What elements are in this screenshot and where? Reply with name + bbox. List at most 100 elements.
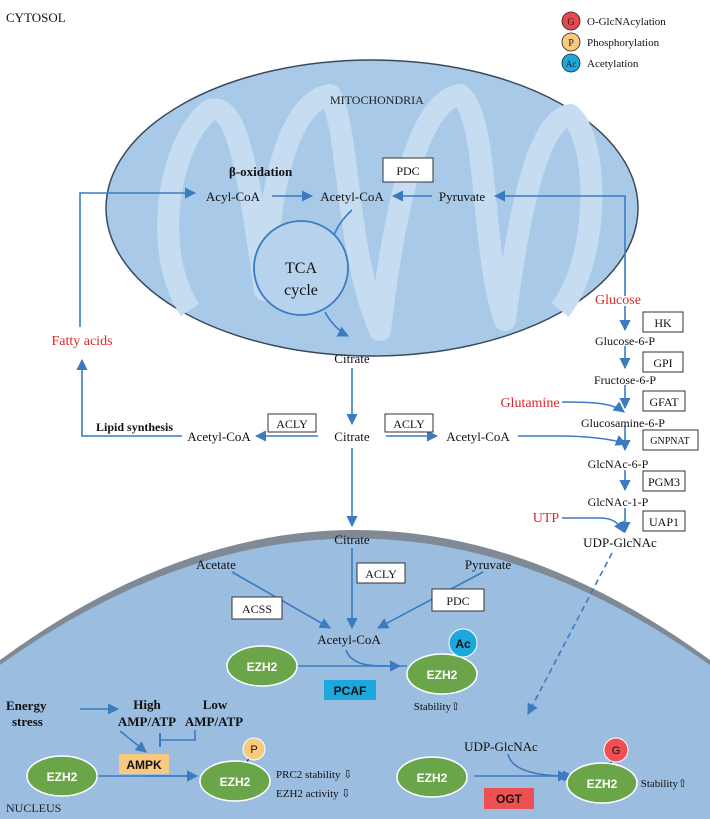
acetyl-coa-nucleus: Acetyl-CoA — [317, 632, 381, 647]
acly-box-left — [267, 413, 317, 433]
phosphorylation-icon — [242, 737, 266, 761]
low-amp-atp-2: AMP/ATP — [185, 714, 243, 729]
energy-stress-label-1: Energy — [6, 698, 47, 713]
ezh2-node-unmodified-2 — [26, 755, 98, 797]
glutamine: Glutamine — [500, 396, 559, 411]
svg-text:GFAT: GFAT — [649, 395, 679, 409]
beta-oxidation-label: β-oxidation — [229, 164, 293, 179]
gpi-box — [642, 351, 684, 373]
svg-text:EZH2: EZH2 — [47, 770, 78, 784]
ampk-badge — [119, 754, 169, 774]
udp-glcnac-cytosol: UDP-GlcNAc — [583, 535, 657, 550]
svg-text:EZH2: EZH2 — [427, 668, 458, 682]
svg-text:PDC: PDC — [446, 594, 469, 608]
svg-text:EZH2: EZH2 — [220, 775, 251, 789]
svg-text:PGM3: PGM3 — [648, 475, 680, 489]
acss-box — [231, 596, 283, 620]
cycle-label: cycle — [284, 282, 318, 299]
legend-item-phosphorylation: P Phosphorylation — [561, 32, 660, 52]
glucose: Glucose — [595, 293, 641, 308]
svg-text:UAP1: UAP1 — [649, 515, 679, 529]
svg-text:Ac: Ac — [455, 637, 471, 651]
ezh2-activity-down: EZH2 activity ⇩ — [276, 788, 351, 800]
glcnac-6-p: GlcNAc-6-P — [588, 457, 649, 471]
pcaf-badge — [324, 680, 376, 700]
fructose-6-p: Fructose-6-P — [594, 373, 656, 387]
svg-text:G: G — [567, 17, 574, 28]
high-amp-atp-2: AMP/ATP — [118, 714, 176, 729]
uap1-box — [642, 510, 686, 532]
legend-item-acetylation: Ac Acetylation — [561, 53, 639, 73]
ezh2-node-phosphorylated — [199, 760, 271, 802]
legend-item-o-glcnacylation: G O-GlcNAcylation — [561, 11, 666, 31]
svg-text:EZH2: EZH2 — [247, 660, 278, 674]
acetylation-icon — [561, 53, 581, 73]
legend-label: Acetylation — [587, 58, 639, 70]
svg-text:GNPNAT: GNPNAT — [650, 436, 689, 447]
pyruvate-mito: Pyruvate — [439, 189, 485, 204]
ogt-badge — [484, 788, 534, 809]
svg-text:G: G — [612, 745, 621, 757]
citrate-nucleus: Citrate — [334, 532, 370, 547]
phosphorylation-icon — [561, 32, 581, 52]
svg-text:GPI: GPI — [653, 356, 672, 370]
nucleus-body — [0, 538, 710, 819]
acly-box-right — [384, 413, 434, 433]
svg-text:EZH2: EZH2 — [587, 777, 618, 791]
cytosol-label: CYTOSOL — [6, 10, 66, 25]
acly-box-nucleus — [356, 562, 406, 584]
ezh2-node-acetylated — [406, 653, 478, 695]
legend: G O-GlcNAcylation P Phosphorylation Ac A… — [561, 11, 666, 73]
mitochondria-label: MITOCHONDRIA — [330, 93, 424, 107]
svg-text:ACLY: ACLY — [393, 417, 425, 431]
svg-text:PDC: PDC — [396, 164, 419, 178]
legend-label: O-GlcNAcylation — [587, 16, 666, 28]
pyruvate-nucleus: Pyruvate — [465, 557, 511, 572]
pathway-arrows — [76, 187, 631, 782]
stability-up-glcnac: Stability⇧ — [641, 778, 688, 790]
svg-text:HK: HK — [654, 316, 672, 330]
citrate-cytosol: Citrate — [334, 429, 370, 444]
svg-text:AMPK: AMPK — [126, 758, 162, 772]
ezh2-node-o-glcnacylated — [566, 762, 638, 804]
energy-stress-label-2: stress — [12, 714, 43, 729]
ezh2-node-unmodified-3 — [396, 756, 468, 798]
svg-text:P: P — [250, 744, 257, 756]
svg-text:Ac: Ac — [566, 59, 577, 69]
tca-label: TCA — [285, 260, 317, 277]
acetylation-icon — [448, 628, 478, 658]
o-glcnacylation-icon — [561, 11, 581, 31]
nucleus-label: NUCLEUS — [6, 801, 61, 815]
pgm3-box — [642, 470, 686, 492]
svg-text:P: P — [568, 38, 574, 49]
acetyl-coa-left: Acetyl-CoA — [187, 429, 251, 444]
acetyl-coa-mito: Acetyl-CoA — [320, 189, 384, 204]
mitochondria — [105, 59, 639, 357]
udp-glcnac-nucleus: UDP-GlcNAc — [464, 739, 538, 754]
acetate: Acetate — [196, 557, 236, 572]
legend-label: Phosphorylation — [587, 37, 660, 49]
stability-up-acetyl: Stability⇧ — [414, 701, 461, 713]
citrate-mito: Citrate — [334, 351, 370, 366]
glucosamine-6-p: Glucosamine-6-P — [581, 416, 665, 430]
pdc-box-nucleus — [431, 588, 485, 612]
svg-text:PCAF: PCAF — [334, 684, 367, 698]
gnpnat-box — [642, 429, 699, 451]
ezh2-node-unmodified-1 — [226, 645, 298, 687]
gfat-box — [642, 390, 686, 412]
svg-text:EZH2: EZH2 — [417, 771, 448, 785]
fatty-acids: Fatty acids — [51, 334, 112, 349]
pdc-box-mito — [382, 157, 434, 183]
high-amp-atp-1: High — [133, 697, 161, 712]
prc2-stability-down: PRC2 stability ⇩ — [276, 769, 352, 781]
acyl-coa: Acyl-CoA — [206, 189, 261, 204]
low-amp-atp-1: Low — [203, 697, 228, 712]
svg-text:ACLY: ACLY — [276, 417, 308, 431]
lipid-synthesis-label: Lipid synthesis — [96, 420, 173, 434]
utp: UTP — [533, 511, 560, 526]
o-glcnacylation-icon — [603, 737, 629, 763]
acetyl-coa-right: Acetyl-CoA — [446, 429, 510, 444]
svg-text:ACLY: ACLY — [365, 567, 397, 581]
